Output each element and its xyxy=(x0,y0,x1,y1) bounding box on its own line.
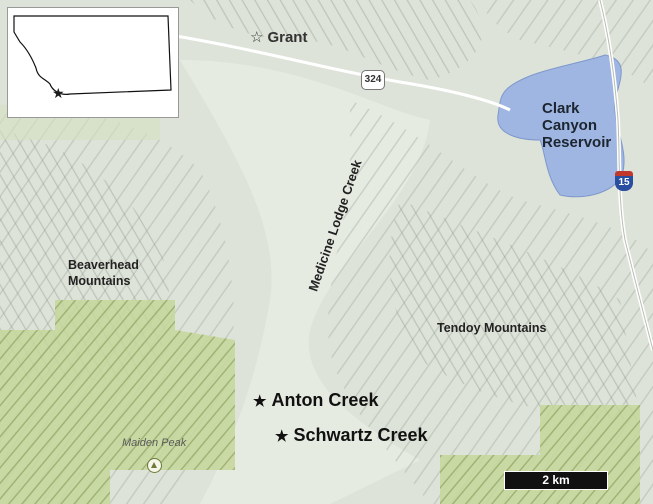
site-schwartz-creek-label: Schwartz Creek xyxy=(293,425,428,445)
site-star-icon: ★ xyxy=(275,428,289,445)
reservoir-label-line-2: Canyon xyxy=(542,117,598,134)
montana-outline xyxy=(13,15,172,95)
reservoir-water xyxy=(497,54,625,198)
north-hills xyxy=(190,0,483,80)
site-star-icon: ★ xyxy=(253,393,267,410)
beaverhead-label-line-2: Mountains xyxy=(68,274,131,288)
inset-map: ★ xyxy=(7,7,179,118)
site-schwartz-creek: ★Schwartz Creek xyxy=(275,425,428,446)
reservoir-label-line-3: Reservoir xyxy=(542,134,612,151)
reservoir-label-line-1: Clark xyxy=(542,100,580,117)
town-star-icon: ☆ xyxy=(250,29,264,46)
interstate-number: 15 xyxy=(615,176,633,191)
northeast-hills xyxy=(480,0,653,90)
site-anton-creek-label: Anton Creek xyxy=(271,390,379,410)
beaverhead-mountains-label: Beaverhead Mountains xyxy=(68,257,139,289)
state-route-number: 324 xyxy=(364,74,382,85)
tendoy-mountains-label: Tendoy Mountains xyxy=(437,321,547,335)
interstate-shield-top xyxy=(615,171,633,176)
central-mountains-shade xyxy=(389,200,640,420)
beaverhead-label-line-1: Beaverhead xyxy=(68,258,139,272)
scale-bar: 2 km xyxy=(504,471,608,490)
forest-west-texture xyxy=(0,300,235,504)
town-label-grant: ☆Grant xyxy=(250,28,307,46)
peak-label: Maiden Peak xyxy=(122,437,187,449)
site-anton-creek: ★Anton Creek xyxy=(253,390,378,411)
interstate-shield-icon: 15 xyxy=(615,171,633,193)
reservoir-label: Clark Canyon Reservoir xyxy=(542,100,611,151)
town-name: Grant xyxy=(267,29,308,46)
inset-location-marker: ★ xyxy=(52,85,65,101)
state-route-shield-icon: 324 xyxy=(361,70,385,90)
mountain-peak-icon xyxy=(147,458,162,473)
